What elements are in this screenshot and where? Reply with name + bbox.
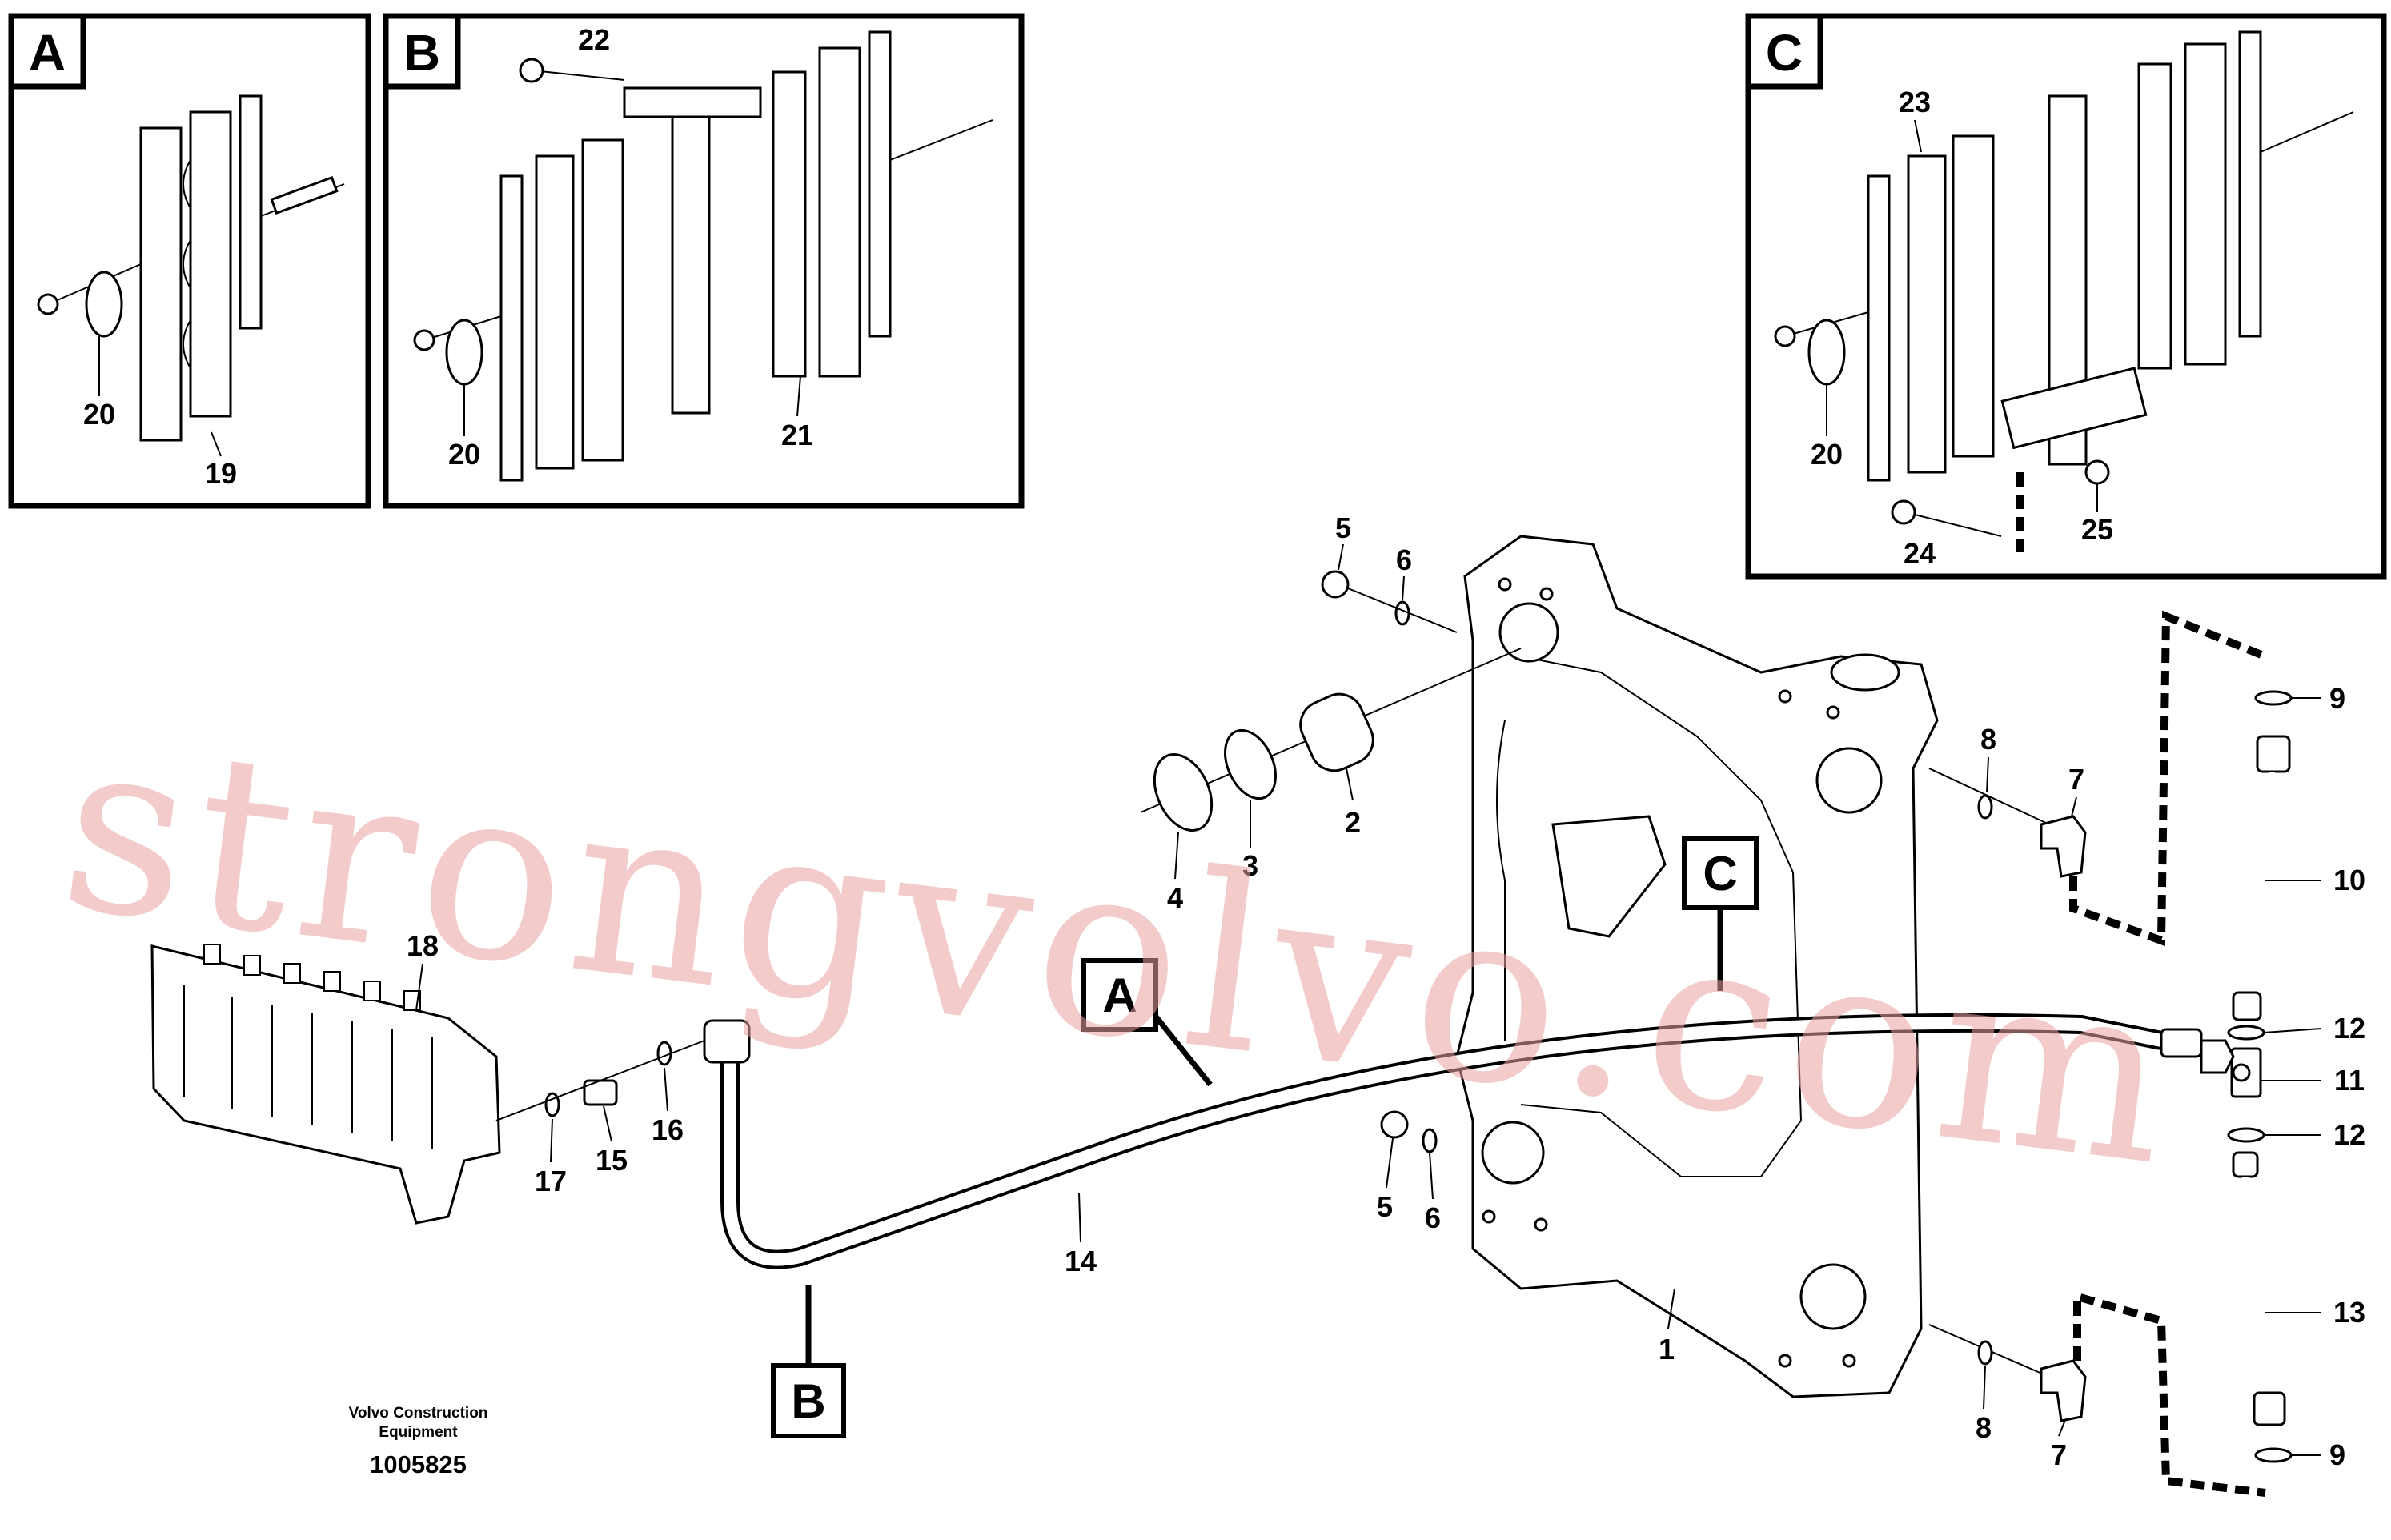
inset-b-label-22: 22 (578, 23, 610, 56)
callout-a: A (1081, 958, 1213, 1087)
label-4: 4 (1167, 881, 1183, 914)
footer-company-line1: Volvo Construction (348, 1405, 488, 1422)
label-12-bottom: 12 (2333, 1118, 2365, 1151)
label-18: 18 (407, 929, 439, 962)
label-7-top: 7 (2068, 763, 2084, 796)
hose-14 (703, 1013, 2251, 1269)
fittings-right (1928, 768, 2087, 1422)
label-17: 17 (535, 1165, 567, 1197)
inset-b-label-21: 21 (781, 419, 813, 451)
right-pipe-assembly (2227, 690, 2293, 1463)
inset-c-label-20: 20 (1811, 438, 1843, 471)
callout-c-letter: C (1703, 847, 1737, 900)
label-6-bottom: 6 (1425, 1201, 1441, 1234)
inset-a-letter: A (29, 24, 66, 82)
dashed-link-top (2069, 610, 2267, 947)
label-5-bottom: 5 (1377, 1190, 1393, 1223)
inset-a-label-19: 19 (205, 457, 237, 490)
label-11: 11 (2334, 1064, 2365, 1097)
frame-bracket (1455, 535, 1939, 1398)
callout-a-letter: A (1102, 969, 1137, 1022)
inset-c-letter: C (1766, 24, 1803, 82)
label-13: 13 (2333, 1296, 2365, 1329)
label-9-top: 9 (2329, 682, 2345, 715)
clamp-assembly-b (413, 30, 993, 482)
label-10: 10 (2333, 864, 2365, 896)
control-valve-18 (150, 944, 705, 1225)
label-8-top: 8 (1980, 723, 1996, 756)
inset-b-letter: B (403, 24, 440, 82)
inset-c-label-25: 25 (2081, 513, 2113, 546)
dashed-link-bottom (2073, 1291, 2266, 1497)
label-12-top: 12 (2333, 1012, 2365, 1045)
callout-c: C (1682, 836, 1759, 991)
inset-a-label-20: 20 (83, 398, 115, 431)
label-1: 1 (1659, 1333, 1675, 1366)
inset-b: B 22 20 21 (383, 13, 1025, 509)
label-8-bottom: 8 (1976, 1411, 1992, 1444)
inset-b-label-20: 20 (448, 438, 480, 471)
label-2: 2 (1345, 806, 1361, 839)
label-16: 16 (652, 1113, 684, 1146)
inset-c: C 23 20 24 25 (1745, 13, 2387, 580)
clamp-assembly-a (37, 94, 345, 442)
inset-c-label-23: 23 (1899, 86, 1931, 118)
footer-drawing-number: 1005825 (370, 1450, 467, 1478)
label-6-top: 6 (1396, 543, 1412, 576)
screws-washers (1321, 570, 1458, 1153)
inset-c-label-24: 24 (1904, 537, 1936, 570)
label-3: 3 (1242, 849, 1258, 882)
inset-a: A 20 19 (8, 13, 371, 509)
label-14: 14 (1065, 1245, 1097, 1277)
callout-b-letter: B (791, 1374, 825, 1428)
label-5-top: 5 (1335, 511, 1351, 544)
label-15: 15 (596, 1144, 628, 1177)
clamp-assembly-c (1774, 30, 2354, 552)
plug-and-seals (1140, 648, 1522, 832)
label-9-bottom: 9 (2329, 1438, 2345, 1471)
label-7-bottom: 7 (2051, 1438, 2067, 1471)
footer-company-line2: Equipment (379, 1424, 458, 1441)
callout-b: B (771, 1285, 846, 1438)
